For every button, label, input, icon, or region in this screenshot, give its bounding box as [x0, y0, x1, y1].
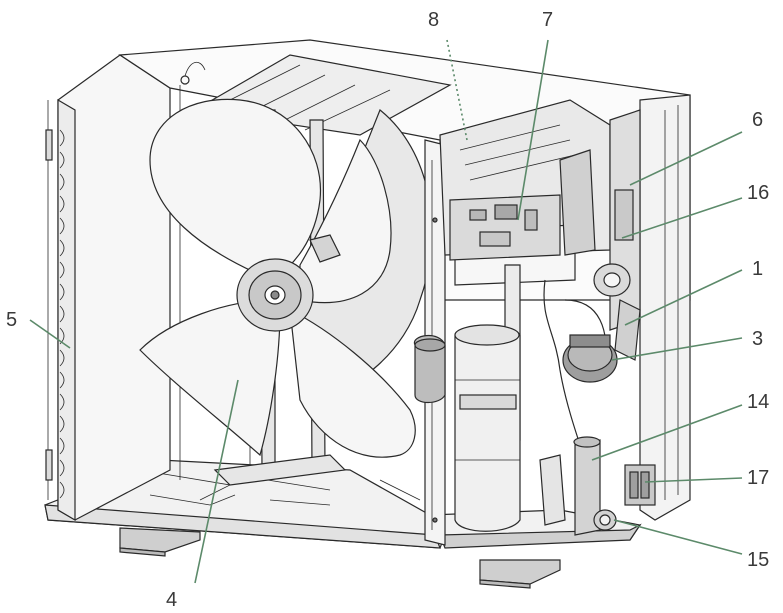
leader-1 [624, 269, 743, 326]
callout-7: 7 [542, 9, 553, 31]
accumulator [539, 436, 601, 536]
callout-4: 4 [166, 589, 177, 611]
leader-15 [613, 519, 743, 555]
leader-16 [621, 197, 743, 239]
callout-5: 5 [6, 309, 17, 331]
service-valves [593, 464, 656, 531]
leader-8 [446, 39, 468, 141]
leader-17 [644, 477, 743, 483]
callout-1: 1 [752, 258, 763, 280]
callout-3: 3 [752, 328, 763, 350]
propeller-fan [139, 98, 433, 458]
heat-exchanger-fins [45, 100, 65, 500]
callout-8: 8 [428, 9, 439, 31]
leader-7 [517, 39, 549, 221]
callout-14: 14 [747, 391, 769, 413]
leader-3 [611, 337, 743, 361]
leader-lines [29, 39, 743, 584]
callout-labels: 8 7 6 16 1 3 14 17 15 5 4 [6, 9, 769, 611]
leader-4 [194, 379, 239, 584]
leader-14 [591, 404, 743, 461]
leader-5 [29, 319, 71, 349]
valve-coil [562, 334, 618, 383]
callout-6: 6 [752, 109, 763, 131]
callout-15: 15 [747, 549, 769, 571]
left-side-panel [45, 54, 171, 522]
leader-6 [629, 131, 743, 186]
callout-17: 17 [747, 467, 769, 489]
callout-16: 16 [747, 182, 769, 204]
compressor [414, 324, 521, 532]
